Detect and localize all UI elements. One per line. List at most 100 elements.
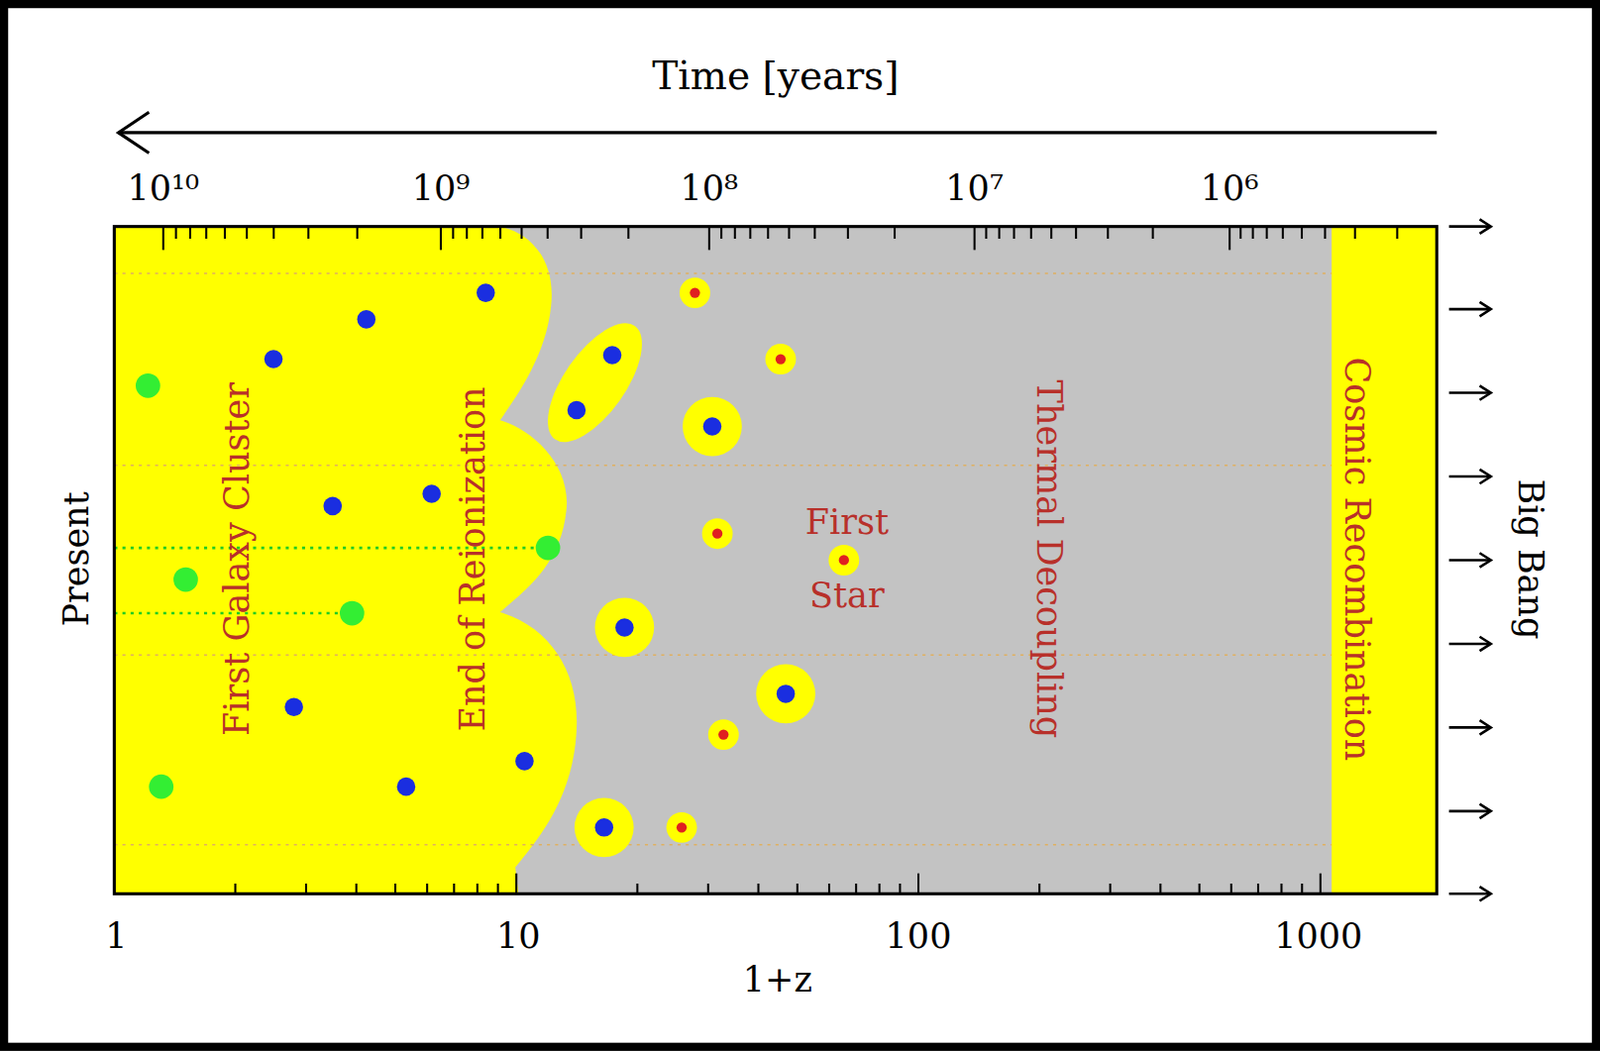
tick: [998, 226, 1001, 239]
tick: [1030, 226, 1033, 239]
tick: [272, 226, 275, 239]
tick: [520, 226, 523, 239]
tick-label: 10⁹: [412, 168, 471, 211]
tick: [1449, 642, 1491, 646]
neutral-region: [113, 226, 1437, 895]
arrow-head: [1480, 886, 1492, 901]
tick: [893, 226, 896, 239]
tick: [787, 226, 790, 239]
tick: [1395, 226, 1398, 239]
tick: [175, 226, 178, 239]
ionized-region: [113, 226, 577, 895]
galaxy-dots: [264, 283, 796, 837]
axis-end-label: Big Bang: [1509, 478, 1552, 640]
arrow-head: [1480, 385, 1492, 400]
tick: [766, 226, 769, 239]
tick-label: 1: [105, 916, 127, 959]
tick: [1074, 226, 1077, 239]
tick-label: 10⁷: [945, 168, 1004, 211]
tick: [245, 226, 248, 239]
tick: [439, 226, 442, 251]
tick-label: 1000: [1274, 916, 1363, 959]
tick: [984, 226, 987, 239]
arrow-head: [1480, 469, 1492, 484]
arrow-head: [1480, 804, 1492, 819]
tick: [356, 226, 359, 239]
tick: [465, 226, 468, 239]
tick: [1300, 226, 1303, 239]
tick: [1050, 226, 1053, 239]
page-ground: [7, 7, 1593, 1043]
tick: [580, 226, 583, 239]
tick: [1239, 226, 1242, 239]
tick: [734, 226, 737, 239]
epoch-label: Thermal Decoupling: [1028, 380, 1070, 740]
tick: [1449, 391, 1491, 395]
plot-border: [113, 226, 1437, 895]
tick: [1449, 726, 1491, 730]
axis-ticks: [163, 226, 1398, 895]
tick: [1252, 226, 1255, 239]
ionized-bubbles: [530, 277, 859, 857]
tick: [1449, 810, 1491, 814]
tick: [813, 226, 816, 239]
tick: [1449, 558, 1491, 562]
tick-label: 10¹⁰: [126, 168, 200, 211]
tick-label: 10⁶: [1200, 168, 1260, 211]
tick: [205, 226, 208, 239]
epoch-label: Cosmic Recombination: [1336, 356, 1379, 761]
arrow-head: [1480, 552, 1492, 567]
tick: [189, 226, 192, 239]
tick: [481, 226, 484, 239]
epoch-label: First Star: [775, 484, 919, 632]
tick: [1449, 224, 1491, 228]
tick-label: 10⁸: [680, 168, 740, 211]
time-arrow: [117, 130, 1437, 134]
tick: [1281, 226, 1284, 239]
tick: [1449, 892, 1491, 896]
tick: [546, 226, 549, 239]
arrow-head: [1480, 720, 1492, 735]
star-dots: [676, 287, 850, 833]
tick: [1449, 308, 1491, 312]
tick-label: 100: [885, 916, 953, 959]
tick: [1106, 226, 1109, 239]
arrow-head: [1480, 302, 1492, 317]
axis-end-label: Present: [55, 491, 98, 627]
tick: [708, 226, 711, 251]
tick: [499, 226, 502, 239]
tick: [917, 873, 920, 895]
epoch-label: First Galaxy Cluster: [215, 382, 258, 737]
tick: [307, 226, 310, 239]
tick: [1228, 226, 1231, 251]
tick: [223, 226, 226, 239]
tick: [748, 226, 751, 239]
tick: [515, 873, 518, 895]
recombination-band: [1331, 226, 1437, 895]
axis-title: Time [years]: [651, 53, 899, 101]
tick: [1354, 226, 1357, 239]
arrow-head: [1480, 218, 1492, 233]
tick: [973, 226, 976, 251]
tick: [1013, 226, 1016, 239]
epoch-label: End of Reionization: [451, 386, 494, 732]
axis-title: 1+z: [743, 959, 813, 1001]
cluster-dots: [135, 373, 560, 800]
tick: [1323, 226, 1326, 239]
arrow-head: [1480, 637, 1492, 651]
tick: [847, 226, 850, 239]
tick: [720, 226, 723, 239]
tick: [1449, 475, 1491, 479]
tick: [1266, 226, 1269, 239]
tick: [451, 226, 454, 239]
tick: [1319, 873, 1322, 895]
tick: [1152, 226, 1155, 239]
arrow-head: [117, 111, 149, 153]
guide-lines: [113, 273, 1332, 846]
expansion-arrows: [1449, 218, 1492, 901]
tick: [627, 226, 630, 239]
tick-label: 10: [496, 916, 541, 959]
tick: [162, 226, 165, 251]
